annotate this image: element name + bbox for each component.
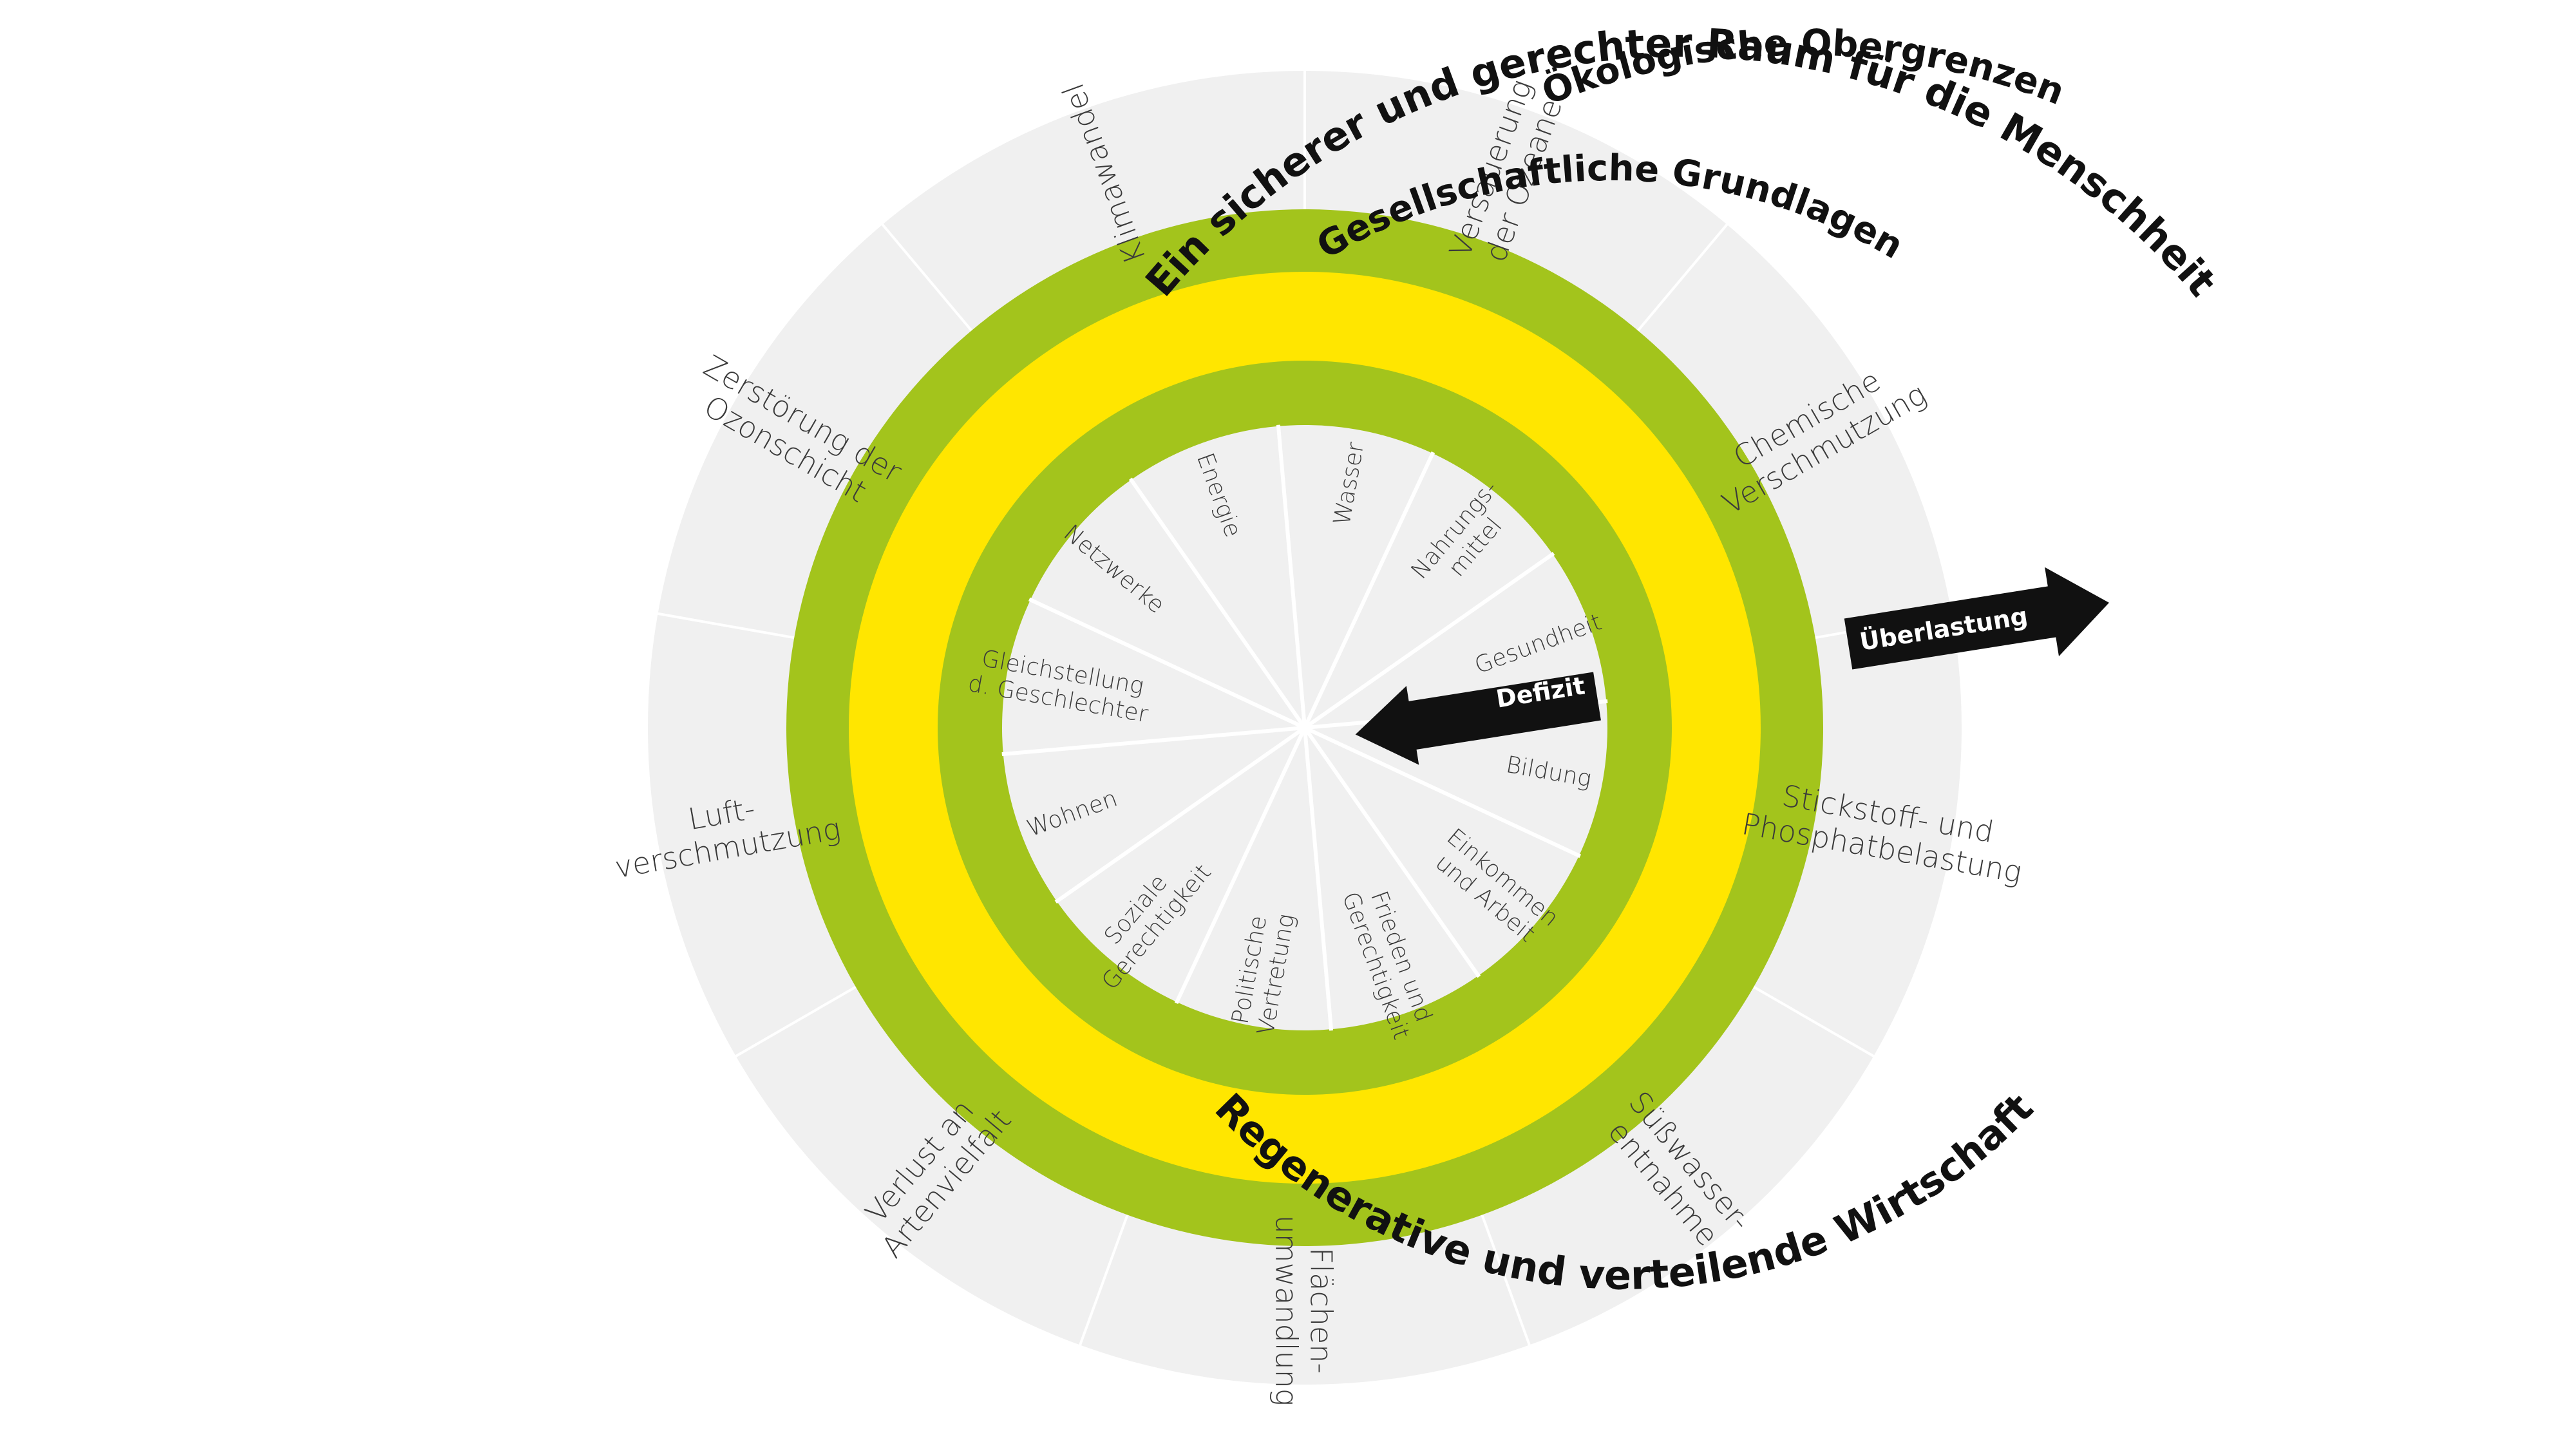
inner-divider-line: [1054, 726, 1306, 904]
inner-divider-line: [1303, 451, 1435, 729]
inner-divider-line: [1303, 726, 1481, 978]
outer-divider-line: [734, 984, 860, 1058]
outer-divider-line: [1750, 984, 1876, 1058]
outer-divider-line: [1634, 222, 1729, 334]
overshoot-arrow: Überlastung: [1844, 567, 2109, 670]
inner-divider-line: [1128, 477, 1307, 729]
overshoot-arrow-icon: [1844, 567, 2109, 670]
inner-divider-line: [1276, 424, 1307, 728]
shortfall-arrow: [1355, 672, 1601, 765]
inner-divider-line: [1028, 597, 1306, 730]
outer-divider-line: [1078, 1211, 1130, 1347]
outer-divider-line: [1479, 1211, 1531, 1347]
inner-divider-line: [1001, 726, 1305, 757]
shortfall-arrow-icon: [1355, 672, 1601, 765]
inner-divider-line: [1303, 726, 1582, 858]
inner-divider-line: [1303, 727, 1334, 1031]
inner-divider-line: [1303, 551, 1555, 730]
inner-segment-dividers: [1001, 424, 1608, 1031]
inner-divider-line: [1174, 726, 1307, 1005]
segment-label-flaechen: Flächen-umwandlung: [1269, 1215, 1339, 1406]
outer-divider-line: [656, 612, 798, 640]
outer-divider-line: [880, 222, 975, 334]
